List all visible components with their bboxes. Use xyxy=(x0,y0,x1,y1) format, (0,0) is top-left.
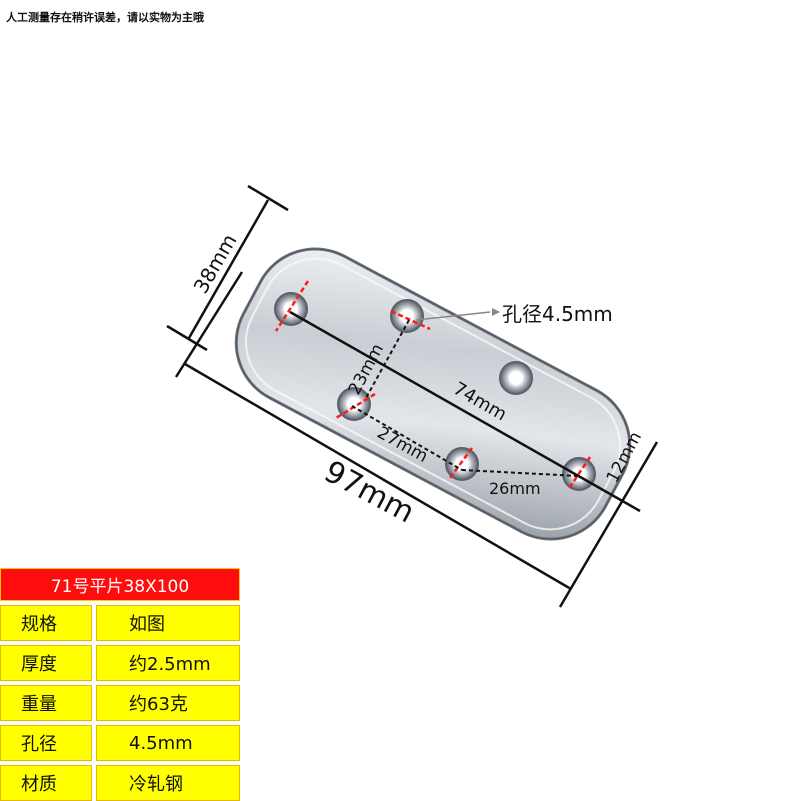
spec-row: 孔径 4.5mm xyxy=(0,725,240,761)
spec-value: 如图 xyxy=(96,605,240,641)
spec-row: 重量 约63克 xyxy=(0,685,240,721)
spec-row: 规格 如图 xyxy=(0,605,240,641)
spec-table: 71号平片38X100 规格 如图 厚度 约2.5mm 重量 约63克 孔径 4… xyxy=(0,568,240,801)
spacing-26-label: 26mm xyxy=(489,479,541,498)
hole-markers xyxy=(274,280,592,491)
spec-label: 规格 xyxy=(0,605,92,641)
spec-label: 重量 xyxy=(0,685,92,721)
spec-label: 材质 xyxy=(0,765,92,801)
hole-callout xyxy=(415,308,500,321)
spec-value: 约2.5mm xyxy=(96,645,240,681)
spec-row: 材质 冷轧钢 xyxy=(0,765,240,801)
hole-diameter-label: 孔径4.5mm xyxy=(502,302,613,326)
spec-label: 厚度 xyxy=(0,645,92,681)
spec-value: 约63克 xyxy=(96,685,240,721)
spec-label: 孔径 xyxy=(0,725,92,761)
measurement-notice: 人工测量存在稍许误差，请以实物为主哦 xyxy=(6,11,204,24)
spec-title: 71号平片38X100 xyxy=(0,568,240,601)
spec-value: 4.5mm xyxy=(96,725,240,761)
spacing-lines xyxy=(351,319,580,477)
spec-value: 冷轧钢 xyxy=(96,765,240,801)
dimension-lines xyxy=(166,184,659,608)
spec-row: 厚度 约2.5mm xyxy=(0,645,240,681)
